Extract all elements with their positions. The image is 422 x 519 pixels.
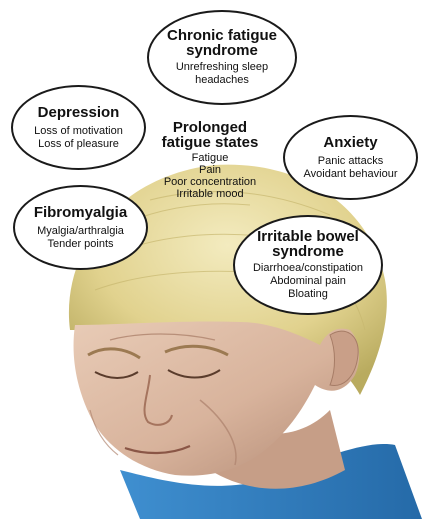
bubble-chronic-fatigue-syndrome: Chronic fatigue syndrome Unrefreshing sl… bbox=[147, 10, 297, 105]
symptom-label: Abdominal pain bbox=[270, 275, 346, 288]
symptom-label: Bloating bbox=[288, 288, 328, 301]
symptom-label: Myalgia/arthralgia bbox=[37, 225, 124, 238]
bubble-title: Irritable bowel bbox=[257, 229, 359, 244]
symptom-label: Tender points bbox=[47, 238, 113, 251]
symptom-label: Diarrhoea/constipation bbox=[253, 262, 363, 275]
symptom-label: Avoidant behaviour bbox=[304, 168, 398, 181]
symptom-label: Fatigue bbox=[110, 152, 310, 164]
symptom-label: Pain bbox=[110, 164, 310, 176]
symptom-label: Irritable mood bbox=[110, 188, 310, 200]
bubble-title: syndrome bbox=[186, 43, 258, 58]
symptom-label: Poor concentration bbox=[110, 176, 310, 188]
symptom-label: Panic attacks bbox=[318, 155, 383, 168]
center-label-prolonged-fatigue: Prolonged fatigue states Fatigue Pain Po… bbox=[110, 120, 310, 200]
symptom-label: Loss of pleasure bbox=[38, 138, 119, 151]
center-title: Prolonged bbox=[110, 120, 310, 135]
bubble-irritable-bowel-syndrome: Irritable bowel syndrome Diarrhoea/const… bbox=[233, 215, 383, 315]
bubble-title: syndrome bbox=[272, 244, 344, 259]
symptom-label: headaches bbox=[195, 74, 249, 87]
center-title: fatigue states bbox=[110, 135, 310, 150]
bubble-title: Anxiety bbox=[323, 135, 377, 150]
symptom-label: Unrefreshing sleep bbox=[176, 61, 268, 74]
bubble-title: Depression bbox=[38, 105, 120, 120]
bubble-title: Fibromyalgia bbox=[34, 205, 127, 220]
bubble-title: Chronic fatigue bbox=[167, 28, 277, 43]
